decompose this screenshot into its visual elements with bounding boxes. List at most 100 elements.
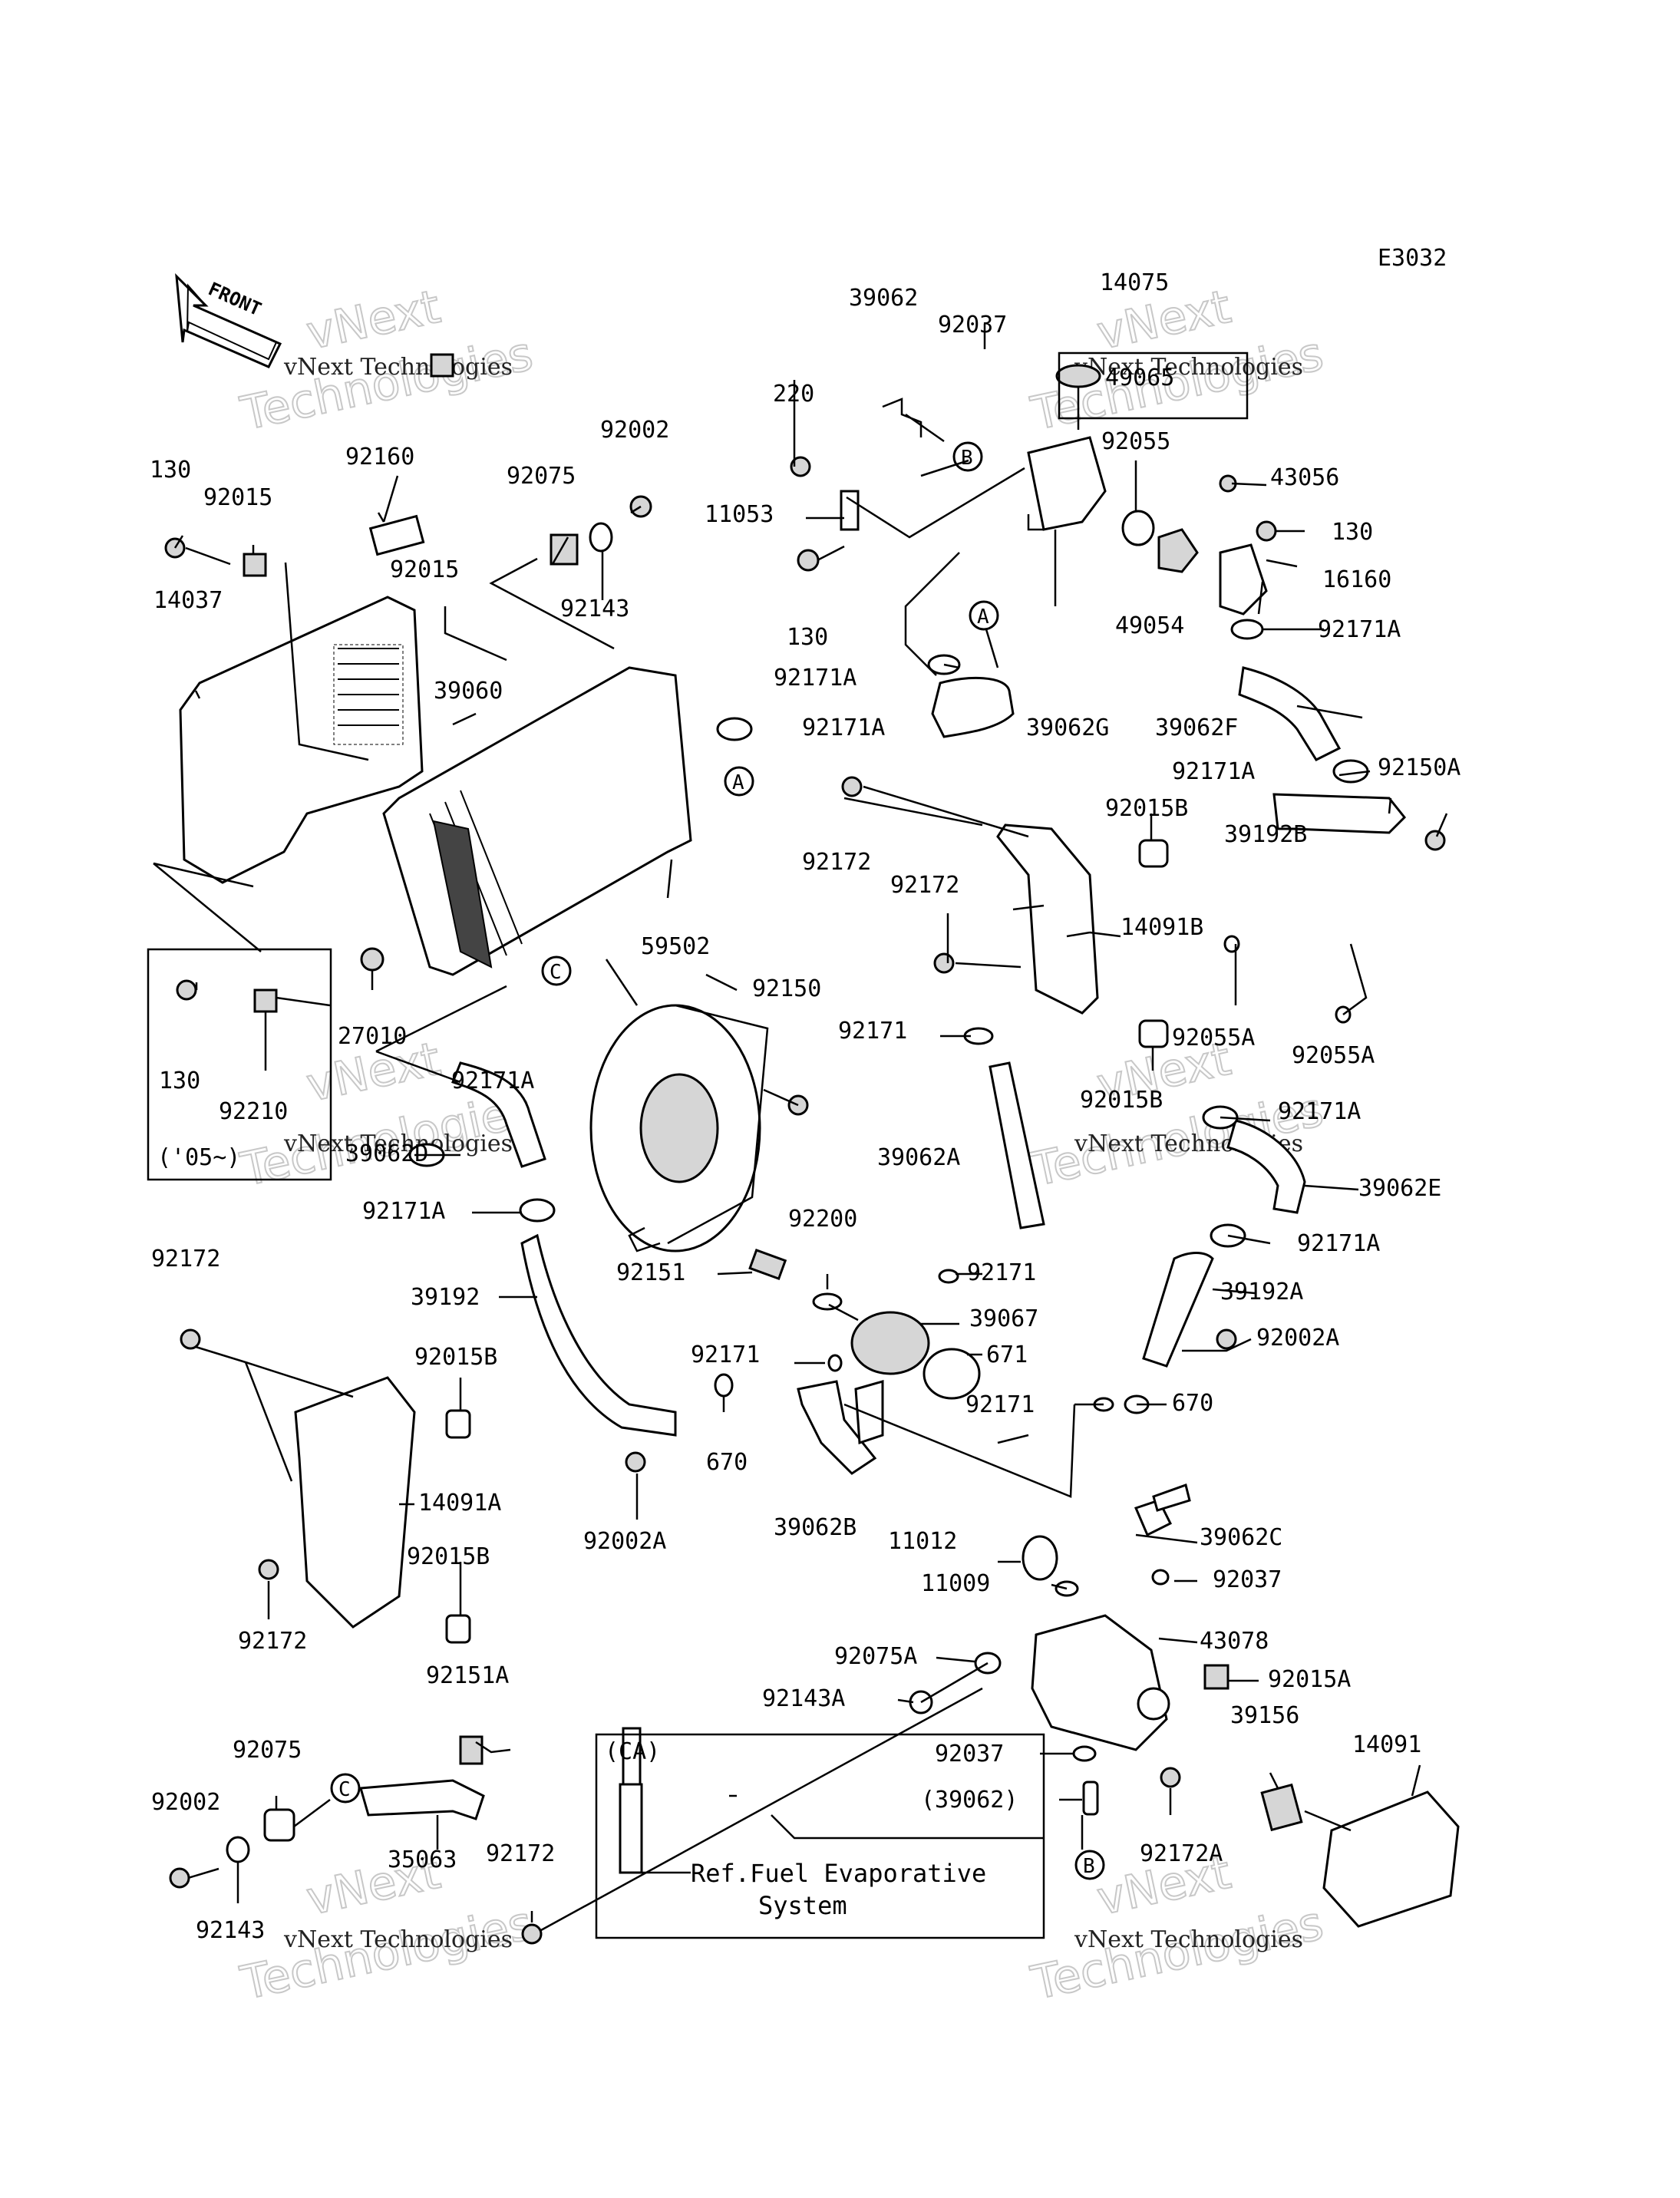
part-label: 92037	[938, 312, 1007, 338]
part-label: 92150A	[1378, 754, 1461, 781]
part-label: 39062	[849, 285, 918, 312]
part-label: 39062E	[1358, 1175, 1441, 1202]
diagram-code: E3032	[1378, 245, 1447, 272]
watermark-top-right: vNext Technologies vNext Technologies	[1026, 279, 1329, 442]
part-label: 92055A	[1172, 1025, 1255, 1051]
callout-A-2: A	[724, 766, 754, 797]
part-label: 92171	[965, 1391, 1035, 1418]
part-label: 130	[1332, 519, 1373, 546]
hose-39062F	[1238, 666, 1342, 761]
part-label: 92015B	[414, 1344, 497, 1371]
part-label: 14091	[1352, 1731, 1421, 1758]
part-label: 49054	[1115, 612, 1184, 639]
part-label: 670	[706, 1449, 748, 1476]
front-arrow-icon: FRONT	[175, 273, 282, 368]
part-label: 14091A	[418, 1490, 501, 1516]
svg-text:vNext Technologies: vNext Technologies	[283, 1926, 513, 1953]
part-label: 92015	[203, 484, 272, 511]
part-label: 92172	[486, 1840, 555, 1867]
part-label: 39062B	[774, 1514, 857, 1541]
part-label: 92075A	[834, 1643, 917, 1670]
water-pipe-39192A	[1142, 1252, 1214, 1368]
pad-39156	[1260, 1783, 1303, 1832]
part-label: 92171A	[451, 1068, 534, 1094]
callout-C-1: C	[541, 955, 572, 986]
part-label: 39062G	[1026, 715, 1109, 741]
hose-39062A	[989, 1061, 1045, 1229]
part-label: 92151A	[426, 1662, 509, 1689]
thermostat-housing	[1027, 364, 1268, 616]
part-label: 92210	[219, 1098, 288, 1125]
part-label: 59502	[641, 933, 710, 960]
part-label: 92015A	[1268, 1666, 1351, 1693]
part-label: 92002A	[1256, 1325, 1339, 1351]
part-label: 92015B	[1080, 1087, 1163, 1114]
part-label: 92171A	[1278, 1098, 1361, 1125]
radiator-screen	[179, 596, 424, 884]
reserve-tank	[1031, 1614, 1168, 1751]
part-label: 92143	[196, 1917, 265, 1944]
svg-text:vNext Technologies: vNext Technologies	[283, 354, 513, 381]
part-label: 92172	[151, 1246, 220, 1272]
part-label: 39067	[969, 1305, 1038, 1332]
ca-bracket	[619, 1783, 643, 1874]
watermark-bottom-right: vNext Technologies vNext Technologies	[1026, 1845, 1329, 2012]
watermark-top-left: vNext Technologies vNext Technologies	[236, 279, 539, 442]
part-label: 92143A	[762, 1685, 845, 1712]
hose-39062E	[1226, 1119, 1306, 1214]
part-label: 92171	[691, 1342, 760, 1368]
part-label: 92172	[802, 849, 871, 876]
hose-39062B-end	[854, 1380, 884, 1445]
part-label: 43056	[1270, 464, 1339, 491]
part-label: 27010	[338, 1023, 407, 1050]
part-label: 14091B	[1121, 914, 1203, 941]
hose-39062D	[451, 1061, 546, 1168]
svg-text:C: C	[550, 961, 562, 984]
part-label: 92002	[151, 1789, 220, 1816]
part-label: 49065	[1105, 365, 1174, 391]
reserve-tank-cap-socket	[1137, 1687, 1170, 1721]
cover-14091	[1322, 1790, 1460, 1928]
hose-39062G	[931, 677, 1015, 738]
part-label: 220	[773, 381, 814, 408]
part-label: 35063	[388, 1847, 457, 1873]
part-label: 92055	[1101, 428, 1170, 455]
part-label: 11053	[705, 501, 774, 528]
part-label: 92143	[560, 596, 629, 622]
part-label: 670	[1172, 1390, 1213, 1417]
part-label: 39062D	[345, 1140, 428, 1167]
part-label: 92171A	[802, 715, 885, 741]
variant-box	[147, 948, 332, 1181]
part-label: 14037	[153, 587, 223, 614]
part-label: 92200	[788, 1206, 857, 1233]
watermark-bottom-left: vNext Technologies vNext Technologies	[236, 1845, 539, 2012]
variant-note: ('05~)	[157, 1144, 240, 1171]
part-label: 11009	[921, 1570, 990, 1597]
bracket-35063	[359, 1779, 485, 1820]
part-label: 130	[150, 457, 191, 483]
part-label: 92015B	[407, 1543, 490, 1570]
ca-note-line1: Ref.Fuel Evaporative	[691, 1859, 986, 1888]
part-label: 39156	[1230, 1702, 1299, 1729]
part-label: 92075	[233, 1737, 302, 1764]
water-pipe-39192B	[1272, 793, 1407, 834]
leader-lines	[153, 324, 1448, 1932]
part-label: 92171A	[362, 1198, 445, 1225]
part-label: 39060	[434, 678, 503, 705]
part-label: 671	[986, 1342, 1028, 1368]
part-label: 39062A	[877, 1144, 960, 1171]
ca-note-tag: (CA)	[605, 1738, 660, 1765]
callout-B-2: B	[1074, 1850, 1105, 1880]
part-label: 92151	[616, 1259, 685, 1286]
part-label: 39192B	[1224, 821, 1307, 848]
part-label: (39062)	[921, 1787, 1018, 1814]
part-label: 92171A	[1297, 1230, 1380, 1257]
shroud-14091A	[294, 1376, 416, 1629]
part-label: 92171A	[774, 665, 857, 691]
svg-text:Technologies: Technologies	[236, 1896, 538, 2011]
part-labels: 39062 14075 92037 49065 220 92055 43056 …	[150, 269, 1461, 1944]
part-label: 39062F	[1155, 715, 1238, 741]
svg-text:vNext Technologies: vNext Technologies	[1074, 354, 1303, 381]
callout-A-1: A	[969, 600, 999, 631]
